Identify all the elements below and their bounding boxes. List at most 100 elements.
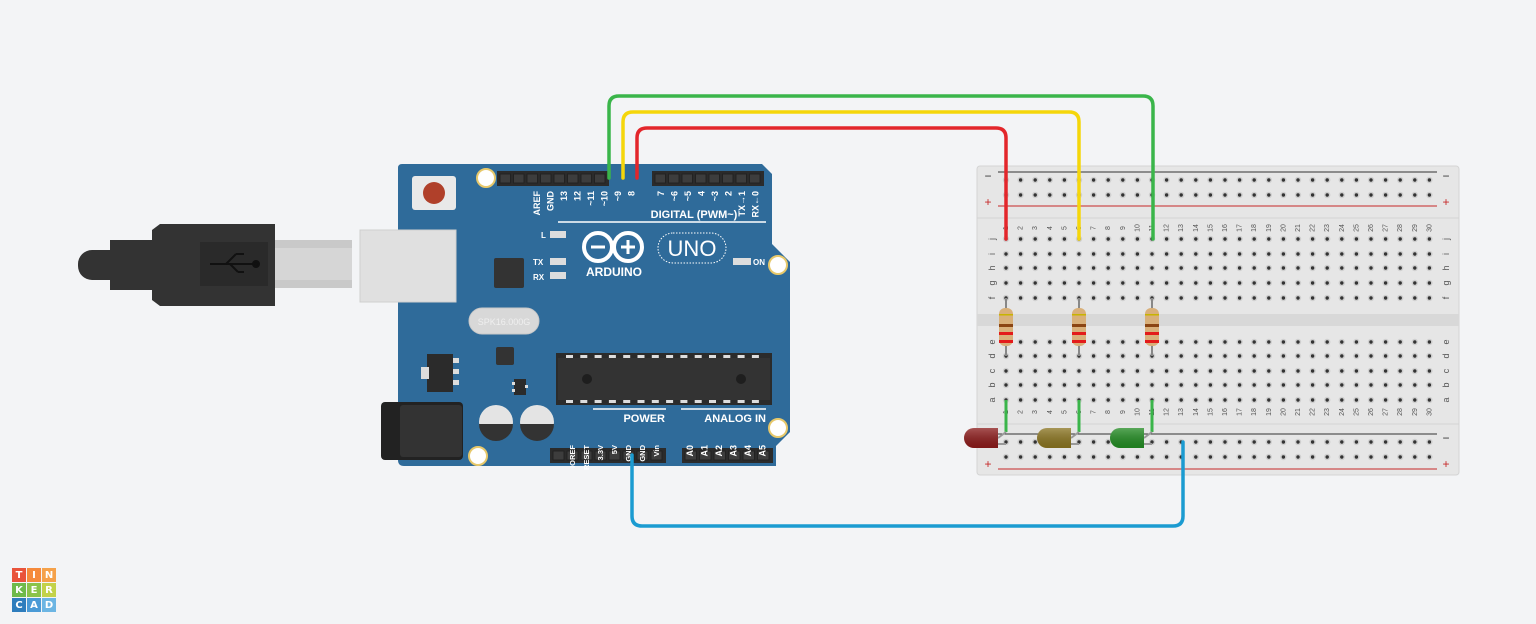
hole-center bbox=[1106, 383, 1110, 387]
led-yellow[interactable] bbox=[1037, 400, 1081, 448]
pin-label: ~3 bbox=[710, 191, 720, 201]
header-pin[interactable] bbox=[713, 450, 726, 461]
hole-center bbox=[1296, 252, 1300, 256]
hole-center bbox=[1018, 193, 1023, 197]
transistor bbox=[512, 379, 528, 395]
hole-center bbox=[1179, 369, 1183, 373]
header-pin[interactable] bbox=[608, 450, 621, 461]
wire-gnd-blue[interactable] bbox=[630, 440, 1185, 528]
hole-center bbox=[1398, 398, 1402, 402]
usb-cable[interactable] bbox=[78, 224, 352, 306]
hole-center bbox=[1106, 193, 1110, 197]
header-pin[interactable] bbox=[757, 450, 770, 461]
header-pin[interactable] bbox=[594, 173, 606, 184]
wire-pin8-red[interactable] bbox=[635, 126, 1008, 241]
hole-center bbox=[1413, 340, 1417, 344]
hole-center bbox=[1267, 440, 1271, 444]
header-pin[interactable] bbox=[622, 450, 635, 461]
hole-center bbox=[1135, 383, 1140, 387]
resistor-band bbox=[999, 340, 1013, 343]
hole-center bbox=[1004, 383, 1008, 387]
header-pin[interactable] bbox=[684, 450, 697, 461]
header-pin[interactable] bbox=[513, 173, 525, 184]
hole-center bbox=[1354, 193, 1359, 197]
hole-center bbox=[1383, 237, 1388, 241]
header-pin[interactable] bbox=[636, 450, 649, 461]
header-pin[interactable] bbox=[567, 173, 579, 184]
header-pin[interactable] bbox=[681, 173, 693, 184]
column-number: 23 bbox=[1324, 224, 1331, 232]
hole-center bbox=[1252, 237, 1256, 241]
hole-center bbox=[1281, 455, 1286, 459]
row-letter: i bbox=[1441, 253, 1451, 255]
hole-center bbox=[1091, 440, 1096, 444]
hole-center bbox=[1208, 296, 1213, 300]
hole-center bbox=[1135, 354, 1140, 358]
header-pin[interactable] bbox=[650, 450, 663, 461]
hole-center bbox=[1033, 281, 1037, 285]
header-pin[interactable] bbox=[728, 450, 741, 461]
hole-center bbox=[1296, 369, 1300, 373]
header-pin[interactable] bbox=[708, 173, 720, 184]
wire-pin10-green[interactable] bbox=[607, 94, 1155, 241]
resistor[interactable] bbox=[1072, 298, 1086, 356]
header-pin[interactable] bbox=[742, 450, 755, 461]
hole-center bbox=[1252, 252, 1256, 256]
hole-center bbox=[1194, 398, 1198, 402]
hole-center bbox=[1252, 266, 1256, 270]
led-green[interactable] bbox=[1110, 400, 1154, 448]
hole-center bbox=[1164, 193, 1169, 197]
hole-center bbox=[1223, 398, 1227, 402]
header-pin[interactable] bbox=[499, 173, 511, 184]
resistor[interactable] bbox=[1145, 298, 1159, 356]
header-pin[interactable] bbox=[668, 173, 680, 184]
hole-center bbox=[1135, 178, 1140, 182]
hole-center bbox=[1223, 266, 1227, 270]
chip-pin bbox=[737, 355, 745, 358]
header-pin[interactable] bbox=[566, 450, 579, 461]
hole-center bbox=[1077, 440, 1081, 444]
header-pin[interactable] bbox=[699, 450, 712, 461]
usb-icon bbox=[210, 253, 260, 273]
header-pin[interactable] bbox=[526, 173, 538, 184]
header-pin[interactable] bbox=[552, 450, 565, 461]
column-number: 18 bbox=[1251, 408, 1258, 416]
hole-center bbox=[1281, 340, 1286, 344]
chip-pin bbox=[666, 400, 674, 403]
hole-center bbox=[1106, 252, 1110, 256]
hole-center bbox=[1018, 266, 1023, 270]
hole-center bbox=[1369, 369, 1373, 373]
mounting-hole bbox=[768, 255, 788, 275]
header-pin[interactable] bbox=[722, 173, 734, 184]
hole-center bbox=[1354, 340, 1359, 344]
header-pin[interactable] bbox=[540, 173, 552, 184]
header-pin[interactable] bbox=[580, 173, 592, 184]
column-number: 17 bbox=[1237, 224, 1244, 232]
header-pin[interactable] bbox=[695, 173, 707, 184]
chip-pin bbox=[594, 355, 602, 358]
hole-center bbox=[1398, 266, 1402, 270]
hole-center bbox=[1427, 193, 1432, 197]
header-pin[interactable] bbox=[654, 173, 666, 184]
hole-center bbox=[1252, 193, 1256, 197]
header-pin[interactable] bbox=[553, 173, 565, 184]
hole-center bbox=[1427, 296, 1432, 300]
wire-pin9-yellow[interactable] bbox=[621, 110, 1081, 241]
header-pin[interactable] bbox=[594, 450, 607, 461]
header-pin[interactable] bbox=[735, 173, 747, 184]
rail-label-plus: + bbox=[1442, 195, 1449, 209]
hole-center bbox=[1237, 237, 1242, 241]
reset-button[interactable] bbox=[412, 176, 456, 210]
hole-center bbox=[1340, 354, 1344, 358]
resistor[interactable] bbox=[999, 298, 1013, 356]
hole-center bbox=[1325, 281, 1329, 285]
led-red[interactable] bbox=[964, 400, 1008, 448]
hole-center bbox=[1310, 252, 1315, 256]
hole-center bbox=[1194, 440, 1198, 444]
header-pin[interactable] bbox=[580, 450, 593, 461]
header-pin[interactable] bbox=[749, 173, 761, 184]
column-number: 5 bbox=[1061, 226, 1068, 230]
